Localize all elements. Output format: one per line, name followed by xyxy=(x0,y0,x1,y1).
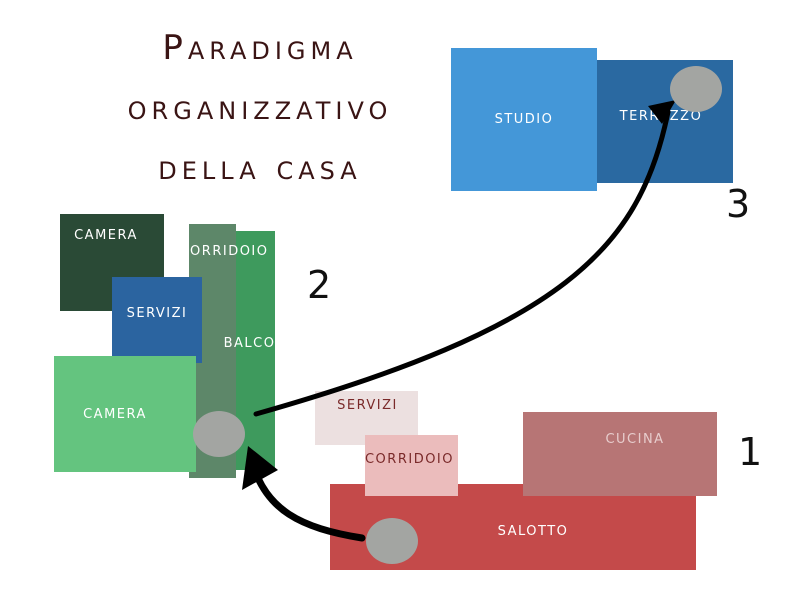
room-camera-bottom: CAMERA xyxy=(54,356,196,472)
room-camera-top-label: CAMERA xyxy=(74,228,138,243)
title-line-2: organizzativo xyxy=(127,88,393,128)
room-cucina-label: CUCINA xyxy=(605,432,665,447)
level-number-1: 1 xyxy=(738,430,763,474)
node-level-1 xyxy=(366,518,418,564)
node-level-3 xyxy=(670,66,722,112)
room-camera-bottom-label: CAMERA xyxy=(83,406,147,422)
room-balcone-label-wrap: BALCONE xyxy=(214,334,306,352)
room-corridoio-l1: CORRIDOIO xyxy=(365,435,458,496)
level-number-2: 2 xyxy=(307,263,332,307)
room-servizi-l1-label: SERVIZI xyxy=(337,398,398,413)
arrow-level2-to-level3 xyxy=(253,109,671,417)
title-line-1: Paradigma xyxy=(162,28,358,68)
room-corridoio-l2-label-wrap: CORRIDOIO xyxy=(172,242,276,260)
room-salotto-label: SALOTTO xyxy=(497,523,569,539)
title-line-3: della casa xyxy=(158,148,362,188)
room-cucina: CUCINA xyxy=(523,412,717,496)
room-corridoio-l1-label: CORRIDOIO xyxy=(364,452,455,467)
room-servizi-l2-label: SERVIZI xyxy=(126,305,188,321)
room-balcone-label: BALCONE xyxy=(223,335,297,351)
level-number-3: 3 xyxy=(726,182,751,226)
diagram-title: Paradigma organizzativo della casa xyxy=(40,18,480,198)
arrow-level2-to-level3-head xyxy=(648,100,676,124)
room-servizi-l2: SERVIZI xyxy=(112,277,202,363)
arrow-level1-to-level2-head xyxy=(242,446,278,490)
room-studio: STUDIO xyxy=(451,48,597,191)
room-studio-label: STUDIO xyxy=(494,112,554,127)
node-level-2 xyxy=(193,411,245,457)
room-corridoio-l2-label: CORRIDOIO xyxy=(179,243,269,259)
